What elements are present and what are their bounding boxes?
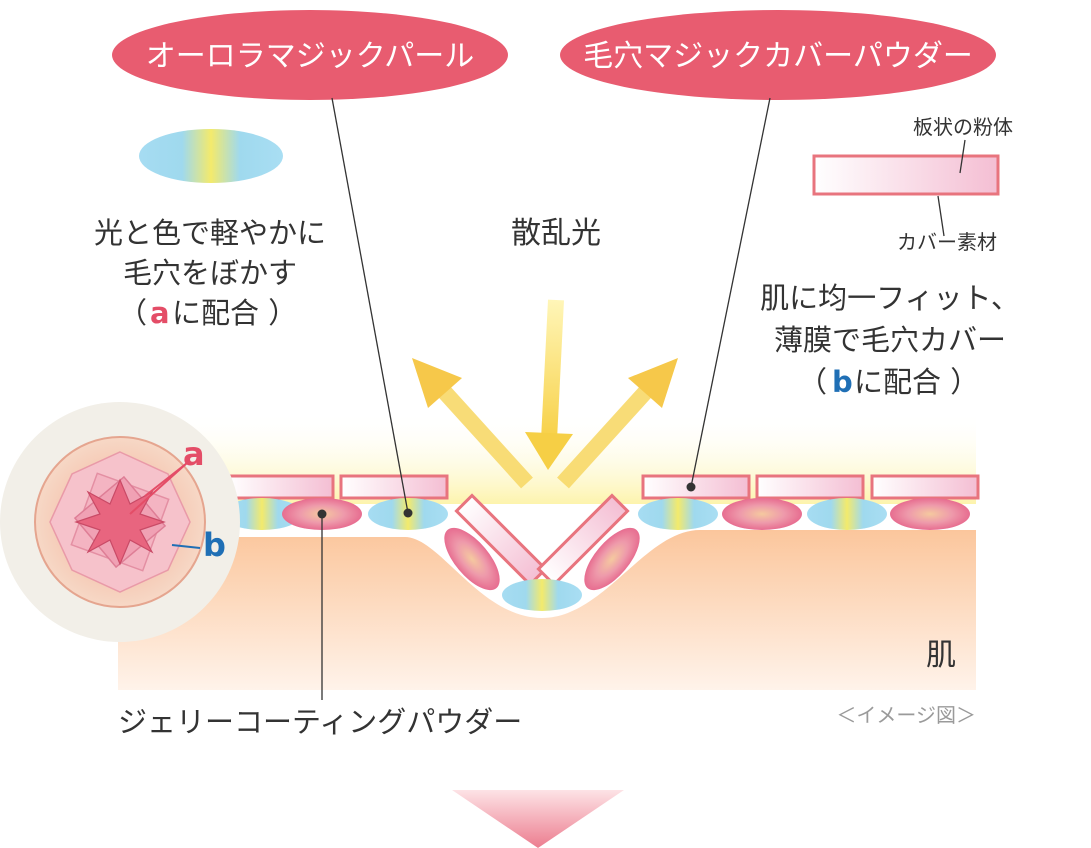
jelly-powder-label: ジェリーコーティングパウダー <box>118 705 522 739</box>
pore-powder-leader-dot <box>686 482 696 492</box>
marker-a-pointer <box>129 462 188 515</box>
skin-layer <box>118 530 976 690</box>
right-desc-rest: に配合 ） <box>854 365 979 399</box>
jelly-powder-particle <box>722 498 802 530</box>
scatter-light-arrow-left <box>434 381 533 489</box>
scatter-light-label: 散乱光 <box>511 216 601 251</box>
marker-b: b <box>203 526 226 564</box>
plate-powder <box>755 474 865 500</box>
plate-powder-label: 板状の粉体 <box>913 115 1013 139</box>
pore-powder-bubble <box>560 10 996 100</box>
aurora-pearl-legend-particle <box>139 129 283 183</box>
image-note: ＜イメージ図＞ <box>836 703 976 727</box>
aurora-pearl-title: オーロラマジックパール <box>146 39 475 74</box>
jelly-powder-leader-dot <box>317 509 327 519</box>
plate-powder <box>454 493 548 587</box>
scatter-light-arrows <box>412 299 678 489</box>
jelly-powder-particle <box>890 498 970 530</box>
plate-powder <box>339 474 449 500</box>
left-desc-letter-a: a <box>150 296 170 330</box>
left-desc-rest: に配合 ） <box>172 296 297 330</box>
scatter-light-arrowhead-right <box>628 358 678 408</box>
aurora-pearl-leader <box>331 97 409 514</box>
plate-powder <box>226 474 335 500</box>
plate-powder <box>870 474 980 500</box>
aurora-pearl-particle <box>502 579 582 611</box>
incoming-light-arrowhead <box>525 432 573 470</box>
plate-powder <box>536 493 630 587</box>
skin-label: 肌 <box>926 638 956 673</box>
plate-powder <box>641 474 751 500</box>
plate-powder-legend <box>812 154 1000 196</box>
compact-illustration: a b <box>0 402 240 642</box>
marker-b-pointer <box>171 544 201 549</box>
aurora-pearl-bubble <box>112 10 508 100</box>
right-desc-open: （ <box>798 365 827 399</box>
aurora-pearl-particle <box>807 498 887 530</box>
aurora-pearl-leader-dot <box>403 508 413 518</box>
plate-powder-leader <box>959 139 966 174</box>
pore-powder-title: 毛穴マジックカバーパウダー <box>583 39 973 74</box>
aurora-pearl-particle <box>638 498 718 530</box>
pore-powder-leader <box>690 97 771 488</box>
plate-row-left <box>226 474 449 500</box>
cover-material-leader <box>937 195 945 237</box>
jelly-powder-particle <box>444 527 500 591</box>
right-desc-line1: 肌に均一フィット、 <box>760 281 1020 315</box>
left-desc-line1: 光と色で軽やかに <box>94 216 326 250</box>
cover-material-label: カバー素材 <box>897 230 997 254</box>
right-desc-letter-b: b <box>832 365 853 399</box>
left-desc-open: （ <box>118 296 147 330</box>
left-desc-line2: 毛穴をぼかす <box>123 256 297 290</box>
plate-row-right <box>641 474 980 500</box>
incoming-light-arrow <box>541 299 564 441</box>
down-arrow <box>452 790 624 848</box>
layer-a-star <box>74 478 166 566</box>
scatter-light-arrowhead-left <box>412 358 462 408</box>
marker-a: a <box>183 435 205 473</box>
aurora-pearl-particle <box>222 498 302 530</box>
right-desc-line2: 薄膜で毛穴カバー <box>774 323 1006 357</box>
scatter-light-arrow-right <box>557 381 656 489</box>
jelly-powder-particle <box>584 527 640 591</box>
